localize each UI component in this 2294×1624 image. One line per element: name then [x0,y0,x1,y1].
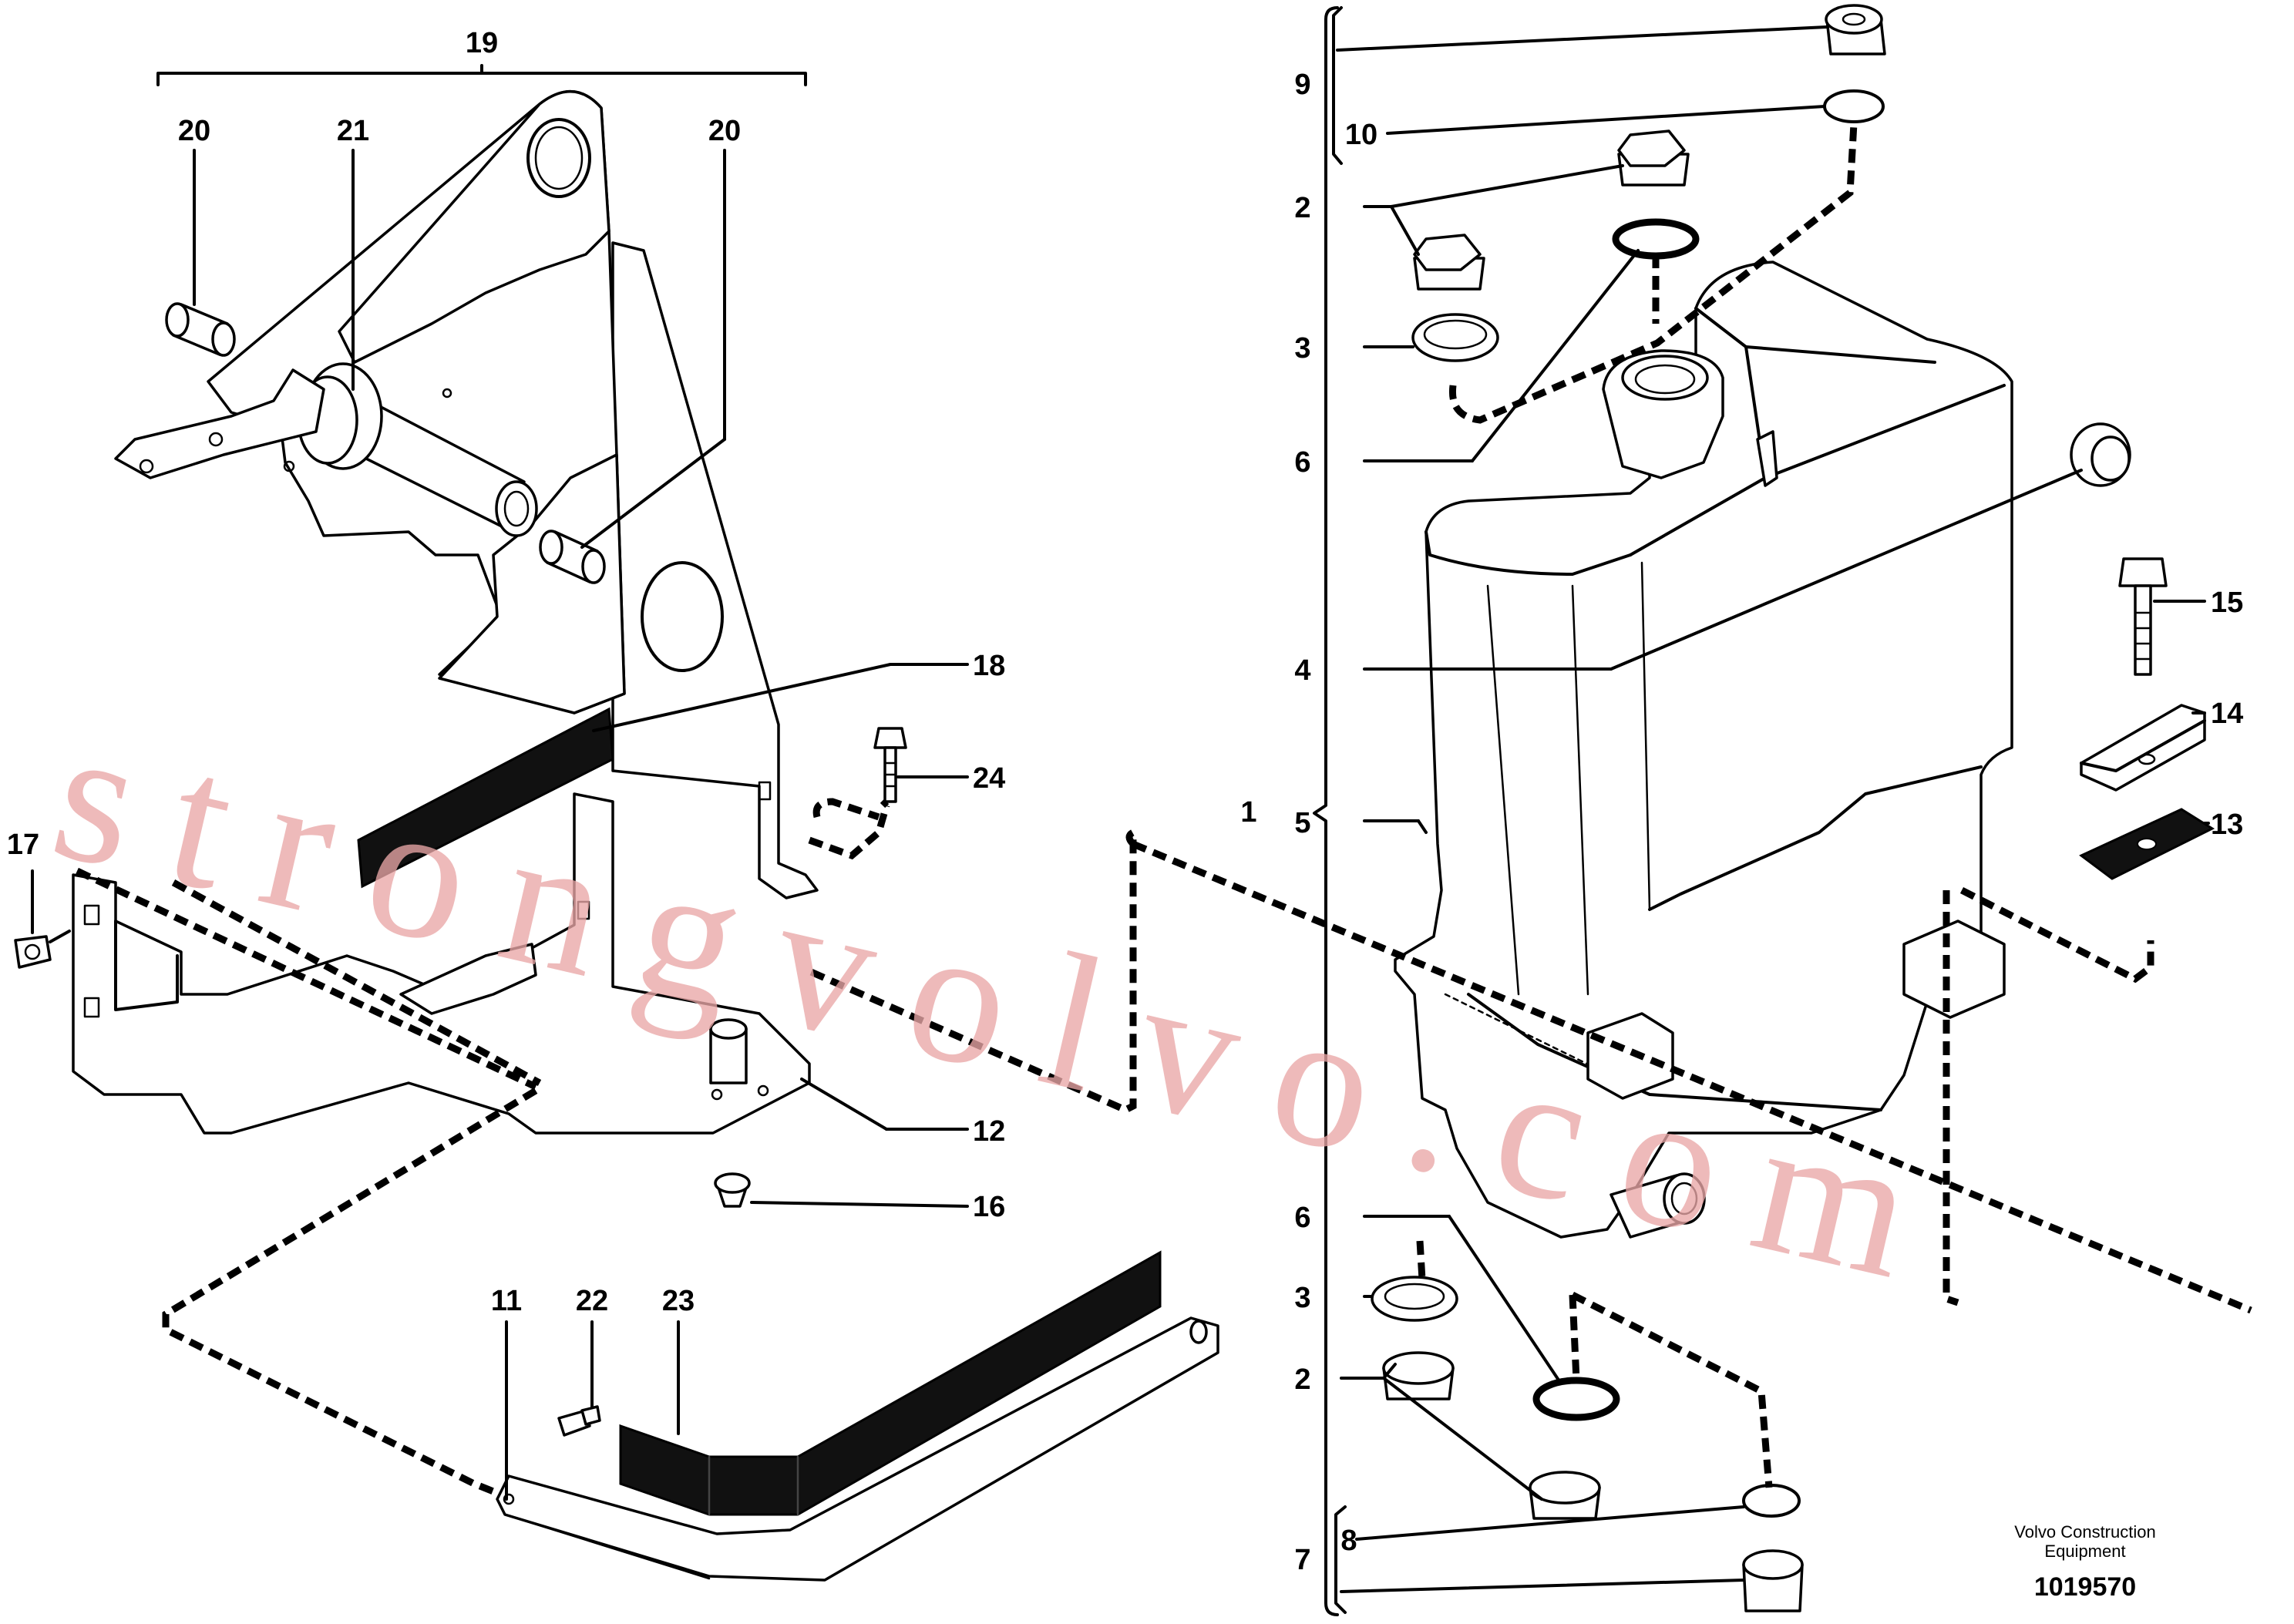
title-block: Volvo Construction Equipment 1019570 [2014,1522,2155,1602]
plug-4 [2070,422,2131,487]
oring-8 [1742,1484,1801,1518]
company-name-line1: Volvo Construction [2014,1522,2155,1542]
drawing-number: 1019570 [2034,1572,2136,1602]
pad-13 [2079,808,2215,880]
plug-7 [1742,1549,1804,1612]
callout-11: 11 [491,1285,522,1317]
callout-6-bottom: 6 [1294,1202,1310,1234]
callout-13: 13 [2211,809,2243,841]
foam-strip-23 [619,1250,1162,1516]
callout-22: 22 [576,1285,608,1317]
assembly-paths [76,123,2252,1495]
callout-3-bottom: 3 [1294,1282,1310,1314]
standoff-post [709,1018,769,1101]
callout-17: 17 [7,829,39,861]
oring-6-top [1612,218,1700,260]
plug-9 [1825,4,1886,55]
callout-19: 19 [466,27,498,59]
callout-2-bottom: 2 [1294,1363,1310,1396]
callout-20-left: 20 [178,115,210,147]
bracket-assembly [114,89,819,899]
callout-10: 10 [1345,119,1377,151]
bolt-24 [873,727,907,803]
callout-1: 1 [1240,796,1256,829]
seal-3-bottom [1371,1276,1458,1322]
callout-12: 12 [973,1115,1005,1148]
callout-9: 9 [1294,69,1310,101]
callout-7: 7 [1294,1544,1310,1576]
weld-nut-16 [714,1172,751,1208]
plug-2-top-b [1413,234,1485,291]
callout-6-top: 6 [1294,446,1310,479]
callout-8: 8 [1340,1525,1357,1557]
foam-strip-18 [357,707,614,889]
callout-23: 23 [662,1285,695,1317]
oring-10 [1823,89,1885,123]
callout-2-top: 2 [1294,192,1310,224]
cage-nut-17 [14,935,52,969]
bolt-15 [2118,557,2168,676]
callout-20-right: 20 [708,115,741,147]
callout-15: 15 [2211,587,2243,619]
plug-2-bottom-b [1529,1471,1601,1520]
bolt-22 [557,1405,601,1437]
callout-24: 24 [973,762,1005,795]
tank-assembly [1394,261,2131,1239]
callout-18: 18 [973,650,1005,682]
plug-2-top-a [1617,129,1690,187]
callout-21: 21 [337,115,369,147]
plug-2-bottom-a [1382,1351,1455,1400]
callout-14: 14 [2211,698,2243,730]
bushing-left [165,302,236,357]
callout-labels: 19 20 21 20 18 24 17 12 16 11 22 23 9 10… [7,27,2243,1576]
base-plate-assembly [14,707,907,1208]
callout-4: 4 [1294,654,1310,687]
bushing-right [539,530,606,584]
callout-5: 5 [1294,807,1310,839]
seal-3-top [1411,313,1499,362]
tray-assembly [496,1250,1219,1582]
callout-16: 16 [973,1191,1005,1223]
company-name-line2: Equipment [2044,1542,2125,1561]
clip-14 [2080,704,2206,792]
callout-3-top: 3 [1294,332,1310,365]
leader-lines [31,6,2210,1616]
oring-6-bottom [1532,1377,1620,1421]
